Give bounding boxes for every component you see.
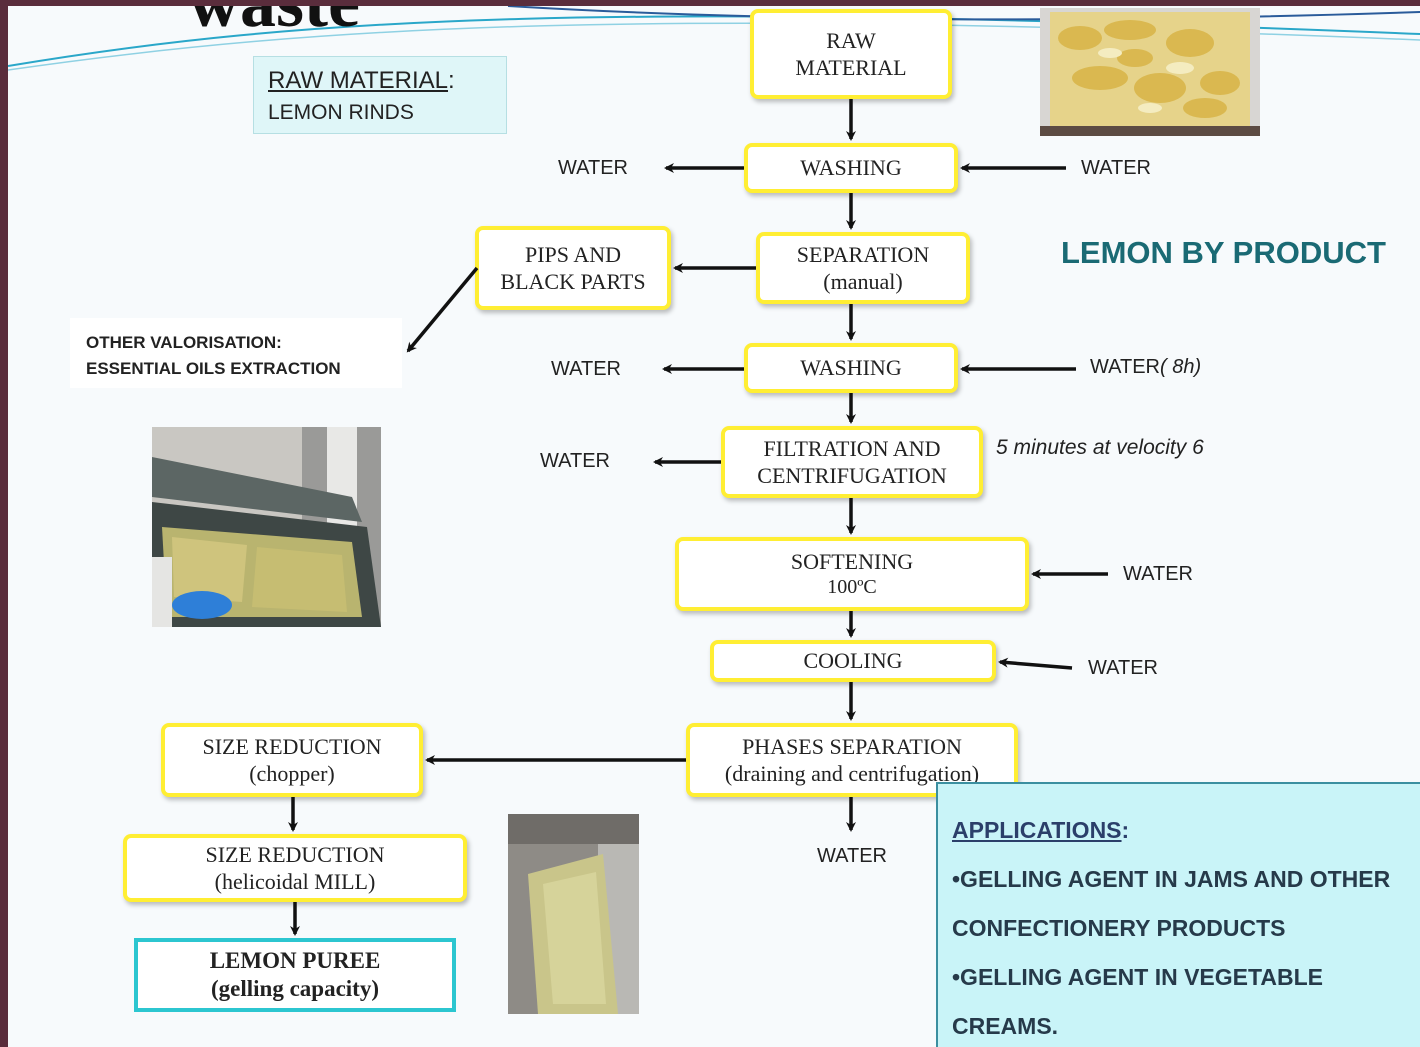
- raw-material-value: LEMON RINDS: [268, 101, 414, 124]
- applications-panel: APPLICATIONS: •GELLING AGENT IN JAMS AND…: [936, 782, 1420, 1047]
- slide: waste RAW MATERIAL: LEMON RINDS LEMON BY…: [8, 6, 1420, 1047]
- step-size2-line1: SIZE REDUCTION: [205, 841, 385, 867]
- step-filtration-line2: CENTRIFUGATION: [757, 463, 947, 488]
- step-cooling-line1: COOLING: [803, 648, 903, 674]
- raw-material-callout: RAW MATERIAL: LEMON RINDS: [253, 56, 507, 134]
- step-filtration-line1: FILTRATION AND: [763, 435, 941, 461]
- raw-material-label: RAW MATERIAL: [268, 67, 449, 94]
- lemon-rinds-photo: [1040, 8, 1260, 136]
- step-pips-black-parts: PIPS AND BLACK PARTS: [475, 226, 671, 310]
- step-washing-2-line1: WASHING: [800, 355, 902, 381]
- water-label-w2-in-note: ( 8h): [1160, 356, 1202, 378]
- applications-item: •GELLING AGENT IN VEGETABLE: [952, 964, 1323, 990]
- step-pips-line1: PIPS AND: [525, 241, 621, 267]
- step-phases-line1: PHASES SEPARATION: [742, 733, 962, 759]
- step-size-reduction-chopper: SIZE REDUCTION (chopper): [161, 723, 423, 797]
- step-cooling: COOLING: [710, 640, 996, 682]
- step-separation-line2: (manual): [823, 269, 903, 294]
- filtration-note: 5 minutes at velocity 6: [996, 436, 1204, 459]
- other-valorisation: OTHER VALORISATION: ESSENTIAL OILS EXTRA…: [70, 318, 402, 388]
- slide-title: waste: [188, 6, 360, 38]
- step-washing-1-line1: WASHING: [800, 155, 902, 181]
- step-washing-2: WASHING: [744, 343, 958, 393]
- step-softening-line2: 100ºC: [827, 576, 877, 599]
- step-puree-line1: LEMON PUREE: [209, 948, 381, 974]
- applications-item: CREAMS.: [952, 1013, 1059, 1039]
- step-washing-1: WASHING: [744, 143, 958, 193]
- water-label-w1-in: WATER: [1081, 157, 1151, 179]
- step-separation-line1: SEPARATION: [796, 241, 930, 267]
- step-raw-material: RAW MATERIAL: [750, 9, 952, 99]
- step-size2-line2: (helicoidal MILL): [214, 869, 376, 894]
- step-puree-line2: (gelling capacity): [211, 976, 379, 1001]
- by-product-title: LEMON BY PRODUCT: [1061, 235, 1386, 270]
- applications-colon: :: [1121, 817, 1130, 843]
- step-raw-material-line2: MATERIAL: [795, 55, 907, 80]
- water-label-w2-in-text: WATER: [1090, 356, 1160, 378]
- water-label-w4-in: WATER: [1123, 563, 1193, 585]
- step-softening: SOFTENING 100ºC: [675, 537, 1029, 611]
- step-phases-separation: PHASES SEPARATION (draining and centrifu…: [686, 723, 1018, 797]
- step-separation: SEPARATION (manual): [756, 232, 970, 304]
- arrow-cooling-water-in: [998, 657, 1073, 670]
- step-lemon-puree: LEMON PUREE (gelling capacity): [134, 938, 456, 1012]
- other-valorisation-line2: ESSENTIAL OILS EXTRACTION: [86, 358, 341, 378]
- water-label-w5-in: WATER: [1088, 657, 1158, 679]
- other-valorisation-line1: OTHER VALORISATION:: [86, 333, 282, 352]
- step-size1-line2: (chopper): [249, 761, 335, 786]
- step-filtration: FILTRATION AND CENTRIFUGATION: [721, 426, 983, 498]
- step-phases-line2: (draining and centrifugation): [724, 761, 980, 786]
- raw-material-colon: :: [448, 67, 455, 94]
- step-softening-line1: SOFTENING: [790, 548, 914, 574]
- flow-arrows: [288, 99, 1108, 936]
- arrow-pips-to-other: [406, 266, 479, 353]
- step-pips-line2: BLACK PARTS: [500, 269, 646, 294]
- water-label-w3-out: WATER: [540, 450, 610, 472]
- water-label-w6-out: WATER: [817, 845, 887, 867]
- water-label-w2-in: WATER( 8h): [1090, 356, 1201, 379]
- step-size-reduction-mill: SIZE REDUCTION (helicoidal MILL): [123, 834, 467, 902]
- applications-heading: APPLICATIONS: [952, 817, 1122, 843]
- lemon-puree-photo: [508, 814, 639, 1014]
- step-size1-line1: SIZE REDUCTION: [202, 733, 382, 759]
- applications-item: CONFECTIONERY PRODUCTS: [952, 915, 1286, 941]
- water-label-w2-out: WATER: [551, 358, 621, 380]
- vacuum-sealer-photo: [152, 427, 381, 627]
- applications-item: •GELLING AGENT IN JAMS AND OTHER: [952, 866, 1391, 892]
- step-raw-material-line1: RAW: [826, 27, 876, 53]
- water-label-w1-out: WATER: [558, 157, 628, 179]
